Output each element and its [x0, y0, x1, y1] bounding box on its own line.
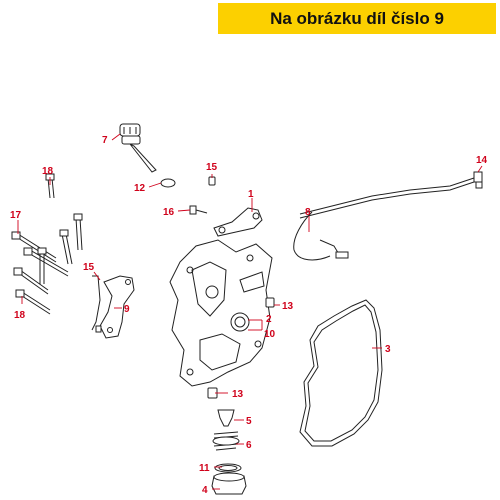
callout-1: 1 [248, 189, 254, 200]
callout-18-lower: 18 [14, 310, 26, 321]
callout-17: 17 [10, 210, 22, 221]
callout-13-upper: 13 [282, 301, 294, 312]
part-1-bracket [213, 207, 263, 237]
part-number-banner: Na obrázku díl číslo 9 [218, 3, 496, 34]
part-7-dipstick [119, 123, 157, 173]
callout-10: 10 [264, 329, 276, 340]
banner-text: Na obrázku díl číslo 9 [270, 8, 444, 28]
callout-16: 16 [163, 207, 175, 218]
callout-15-lower: 15 [83, 262, 95, 273]
callout-2: 2 [266, 314, 272, 325]
part-3-gasket [299, 299, 383, 447]
part-16-bolt [189, 205, 208, 215]
callout-12: 12 [134, 183, 146, 194]
part-14-cable-end [473, 171, 483, 189]
callout-18-upper: 18 [42, 166, 54, 177]
callout-9: 9 [124, 304, 130, 315]
callout-11: 11 [199, 463, 210, 474]
callout-14: 14 [476, 155, 488, 166]
callout-5: 5 [246, 416, 252, 427]
part-13-plug [265, 297, 275, 308]
callout-3: 3 [385, 344, 391, 355]
drain-plug-assembly [211, 409, 247, 495]
leader-lines [17, 133, 483, 490]
bolt-set [11, 173, 83, 315]
part-9-plate [99, 275, 135, 339]
part-12-o-ring [160, 178, 176, 188]
callout-13-lower: 13 [232, 389, 244, 400]
crankcase-cover [169, 239, 273, 387]
part-8-cable [293, 177, 475, 261]
callout-4: 4 [202, 485, 208, 496]
part-15-wire [91, 275, 101, 331]
callout-labels: 1 2 3 4 5 6 7 8 9 10 11 12 13 13 14 15 1… [10, 135, 488, 496]
callout-8: 8 [305, 207, 311, 218]
callout-15-upper: 15 [206, 162, 218, 173]
part-15-pin [208, 176, 216, 186]
callout-6: 6 [246, 440, 252, 451]
callout-7: 7 [102, 135, 108, 146]
